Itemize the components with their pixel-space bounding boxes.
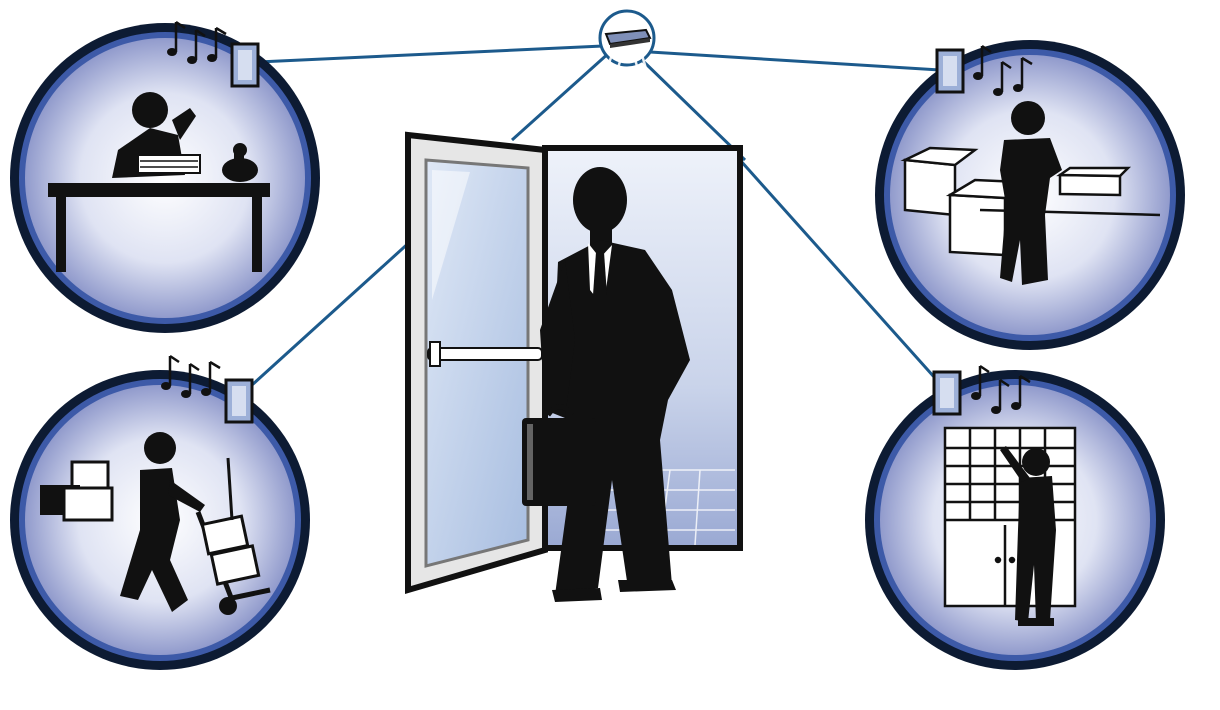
line-door-to-parts (738, 158, 937, 380)
line-door-to-shipping (250, 238, 414, 387)
speaker-icon (932, 370, 962, 416)
briefcase-icon (522, 404, 596, 506)
speaker-icon (230, 42, 260, 88)
speaker-icon (935, 48, 965, 94)
businessman-icon (540, 167, 690, 602)
line-hub-left-door (510, 50, 612, 142)
ceiling-transmitter (598, 9, 656, 67)
line-to-office (257, 44, 604, 64)
worker-icon (1000, 446, 1056, 626)
door-icon (405, 131, 548, 595)
node-shipping-dock (10, 354, 310, 670)
node-parts-storage (865, 364, 1165, 670)
line-hub-right (640, 58, 747, 162)
line-to-stockroom (649, 50, 941, 72)
doorway-entrant (405, 131, 743, 602)
music-notes-icon (161, 354, 221, 398)
worker-icon (120, 432, 205, 612)
hand-truck-icon (195, 457, 271, 615)
connection-lines (250, 44, 941, 387)
desk-worker-icon (48, 92, 270, 272)
worker-icon (1000, 101, 1062, 285)
music-notes-icon (971, 364, 1031, 414)
boxes-icon (900, 146, 1161, 257)
node-stockroom (875, 40, 1185, 350)
boxes-icon (40, 460, 114, 522)
speaker-icon (224, 378, 254, 424)
music-notes-icon (973, 44, 1033, 96)
telephone-icon (222, 143, 258, 182)
node-office-reception (10, 20, 320, 333)
music-notes-icon (167, 20, 227, 64)
